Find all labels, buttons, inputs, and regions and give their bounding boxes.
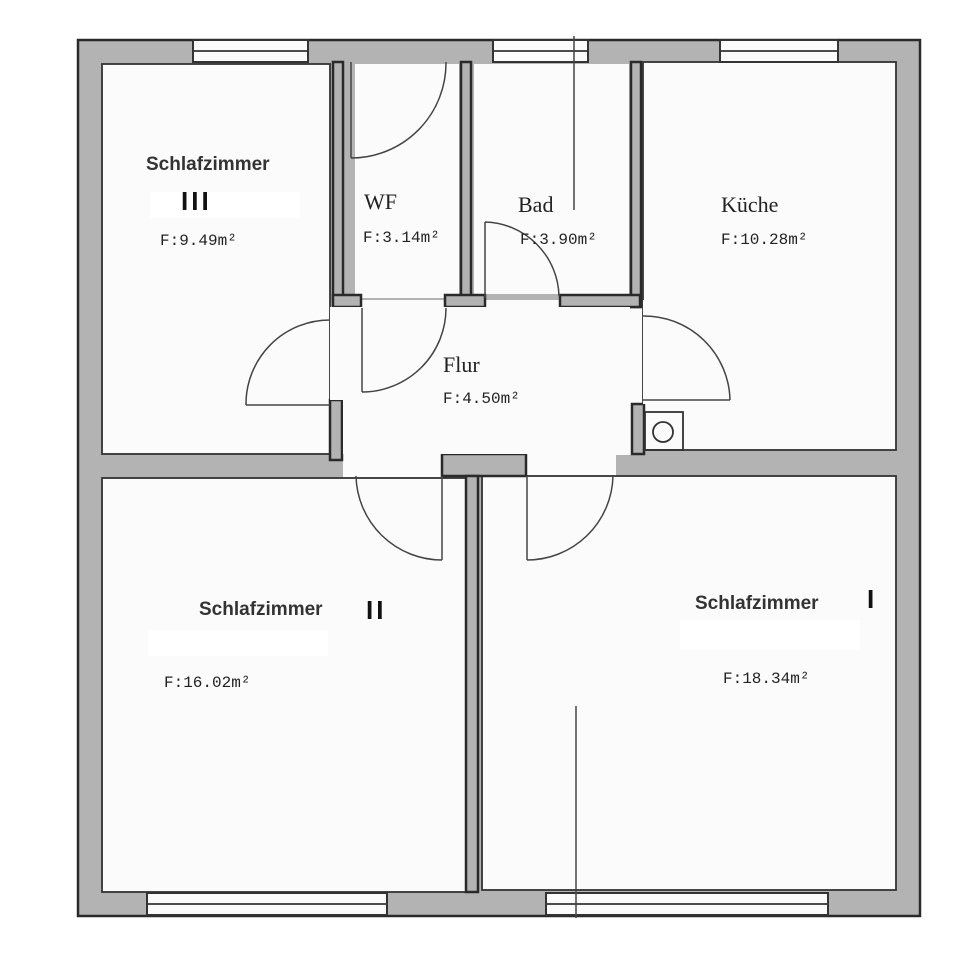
room-area-schlafzimmer-1: F:18.34m² (723, 670, 810, 688)
room-name-bad: Bad (518, 192, 554, 217)
room-name-flur: Flur (443, 352, 480, 377)
room-area-flur: F:4.50m² (443, 390, 520, 408)
room-numeral-schlafzimmer-3: III (181, 186, 212, 216)
room-area-kueche: F:10.28m² (721, 231, 808, 249)
room-area-bad: F:3.90m² (520, 231, 597, 249)
room-numeral-schlafzimmer-1: I (867, 584, 878, 614)
room-name-schlafzimmer-2: Schlafzimmer (199, 599, 323, 620)
room-name-schlafzimmer-3: Schlafzimmer (146, 154, 270, 175)
chimney-flue-icon (644, 411, 684, 451)
room-name-schlafzimmer-1: Schlafzimmer (695, 593, 819, 614)
room-area-schlafzimmer-3: F:9.49m² (160, 232, 237, 250)
room-area-wf: F:3.14m² (363, 229, 440, 247)
room-numeral-schlafzimmer-2: II (366, 595, 387, 625)
windows (146, 36, 839, 918)
room-name-wf: WF (364, 189, 397, 214)
doors (245, 61, 731, 561)
room-area-schlafzimmer-2: F:16.02m² (164, 674, 251, 692)
room-name-kueche: Küche (721, 192, 779, 217)
interior-partitions (328, 60, 653, 894)
